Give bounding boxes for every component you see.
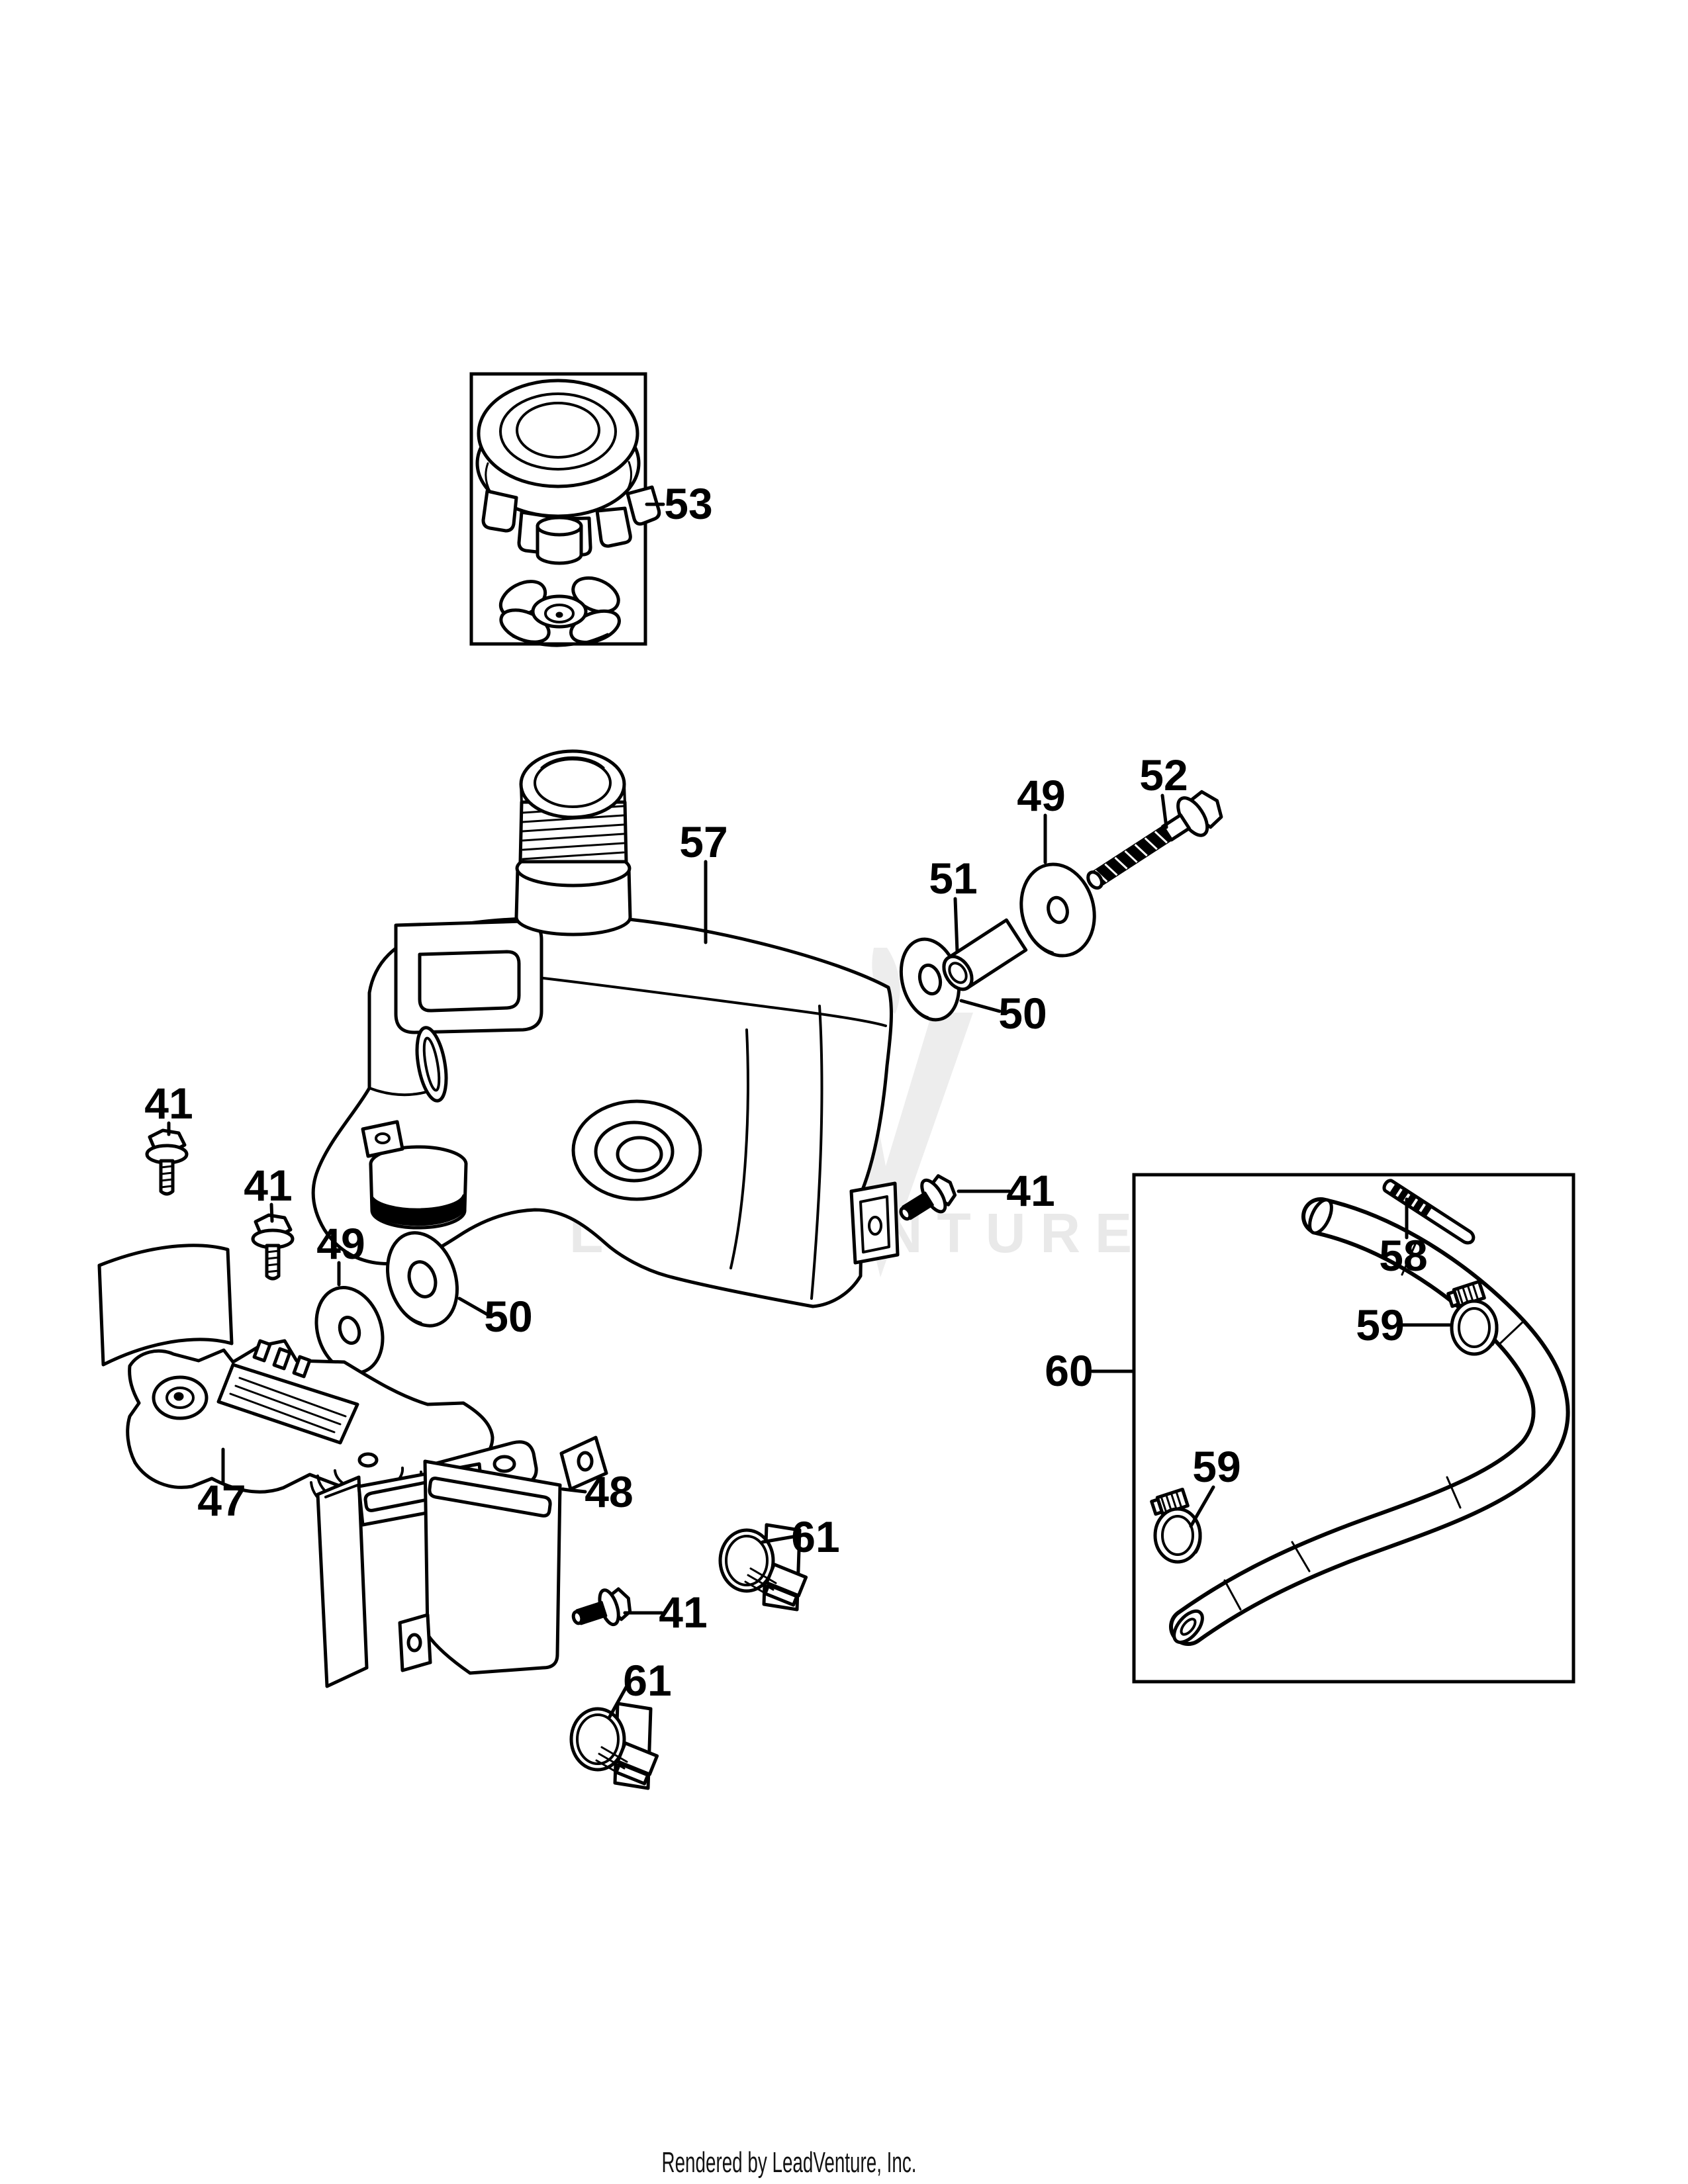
callout-41-bottom[interactable]: 41 (659, 1588, 707, 1637)
callout-61-bottom[interactable]: 61 (623, 1656, 671, 1705)
heat-shield-47 (97, 1244, 538, 1519)
callout-50-right[interactable]: 50 (998, 989, 1047, 1038)
callout-52[interactable]: 52 (1139, 751, 1188, 799)
fuel-line-clip-right (718, 1523, 808, 1612)
hose-clamp-lower (1150, 1487, 1202, 1564)
callout-59-lower[interactable]: 59 (1192, 1442, 1241, 1491)
washer-49-right (1019, 862, 1096, 958)
callout-57[interactable]: 57 (679, 817, 727, 866)
callout-53[interactable]: 53 (664, 479, 712, 528)
bolt-41-tank-right (899, 1174, 957, 1221)
callout-50-left[interactable]: 50 (484, 1292, 532, 1341)
callout-61-right[interactable]: 61 (791, 1512, 839, 1561)
callout-48[interactable]: 48 (585, 1467, 633, 1516)
callout-47[interactable]: 47 (197, 1476, 246, 1525)
filler-neck (514, 749, 632, 936)
callout-41-top-left[interactable]: 41 (144, 1079, 193, 1128)
hose-clamp-upper (1446, 1279, 1499, 1356)
callout-41-left[interactable]: 41 (244, 1161, 292, 1210)
bolt-52 (1086, 790, 1223, 890)
callout-41-tank-right[interactable]: 41 (1006, 1166, 1055, 1215)
bolt-41-top-left (145, 1128, 189, 1196)
callout-58[interactable]: 58 (1379, 1231, 1427, 1280)
cap-insert (536, 516, 583, 565)
fuel-tank (311, 917, 900, 1308)
fuel-line-60 (1169, 1197, 1570, 1646)
bolt-41-bottom (571, 1587, 632, 1627)
cap-gasket (498, 576, 621, 647)
fuel-line-box (1132, 1173, 1575, 1684)
callout-51[interactable]: 51 (929, 854, 977, 903)
renderer-caption: Rendered by LeadVenture, Inc. (662, 2146, 917, 2179)
spacer-51 (942, 918, 1028, 991)
callout-49-right[interactable]: 49 (1017, 771, 1065, 820)
washer-50-left (385, 1231, 459, 1328)
fuel-line-clip-bottom (569, 1702, 659, 1790)
callout-49-left[interactable]: 49 (316, 1219, 365, 1268)
callout-59-upper[interactable]: 59 (1356, 1300, 1404, 1349)
stud-58 (1382, 1179, 1476, 1245)
bolt-41-left (251, 1213, 295, 1281)
callout-60[interactable]: 60 (1045, 1346, 1093, 1395)
leader-lines (167, 502, 1452, 1719)
leadventure-logo-watermark (821, 948, 973, 1277)
bracket-48 (316, 1435, 608, 1688)
